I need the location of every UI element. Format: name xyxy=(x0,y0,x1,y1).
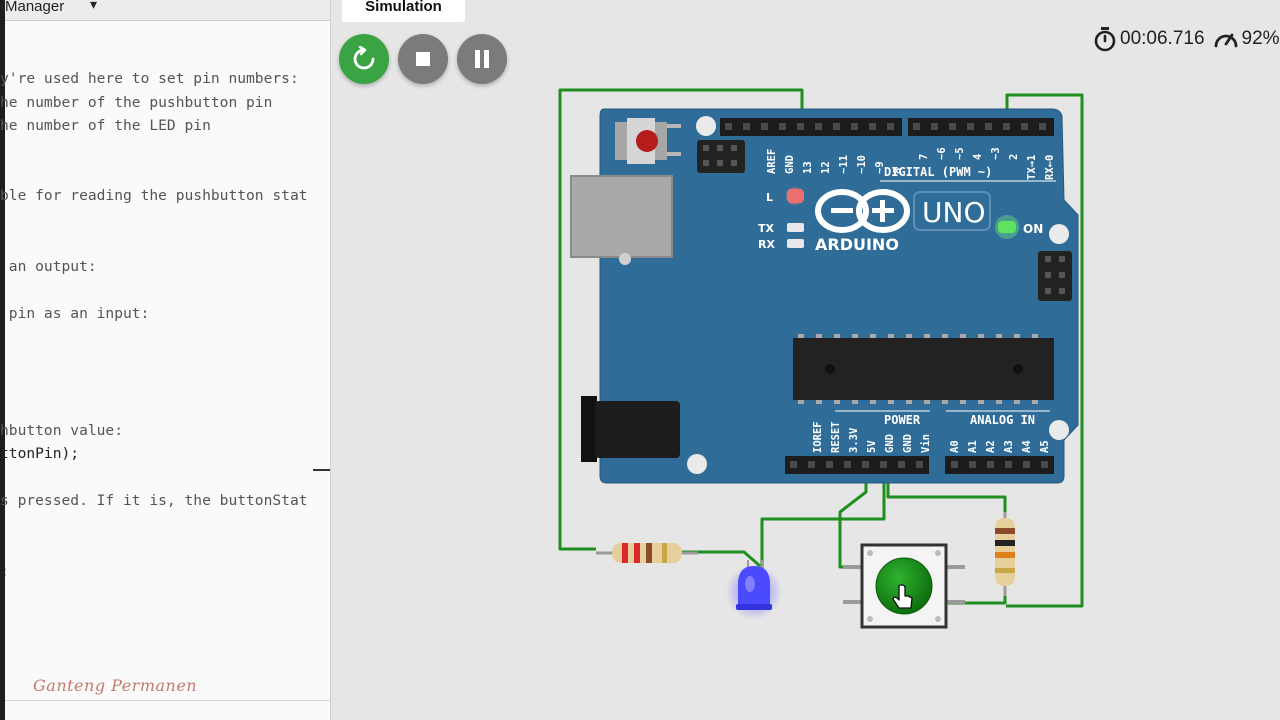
pin-label: ~6 xyxy=(936,147,948,160)
pin-label: A1 xyxy=(967,440,979,453)
code-editor-panel[interactable]: Manager ▾ y're used here to set pin numb… xyxy=(0,0,331,720)
code-line[interactable]: he number of the pushbutton pin xyxy=(0,94,273,111)
editor-tab-bar: Manager ▾ xyxy=(5,0,330,21)
wire-gnd-to-resistor xyxy=(558,88,804,551)
restart-button[interactable] xyxy=(339,34,389,84)
wire-resistor-to-led xyxy=(682,550,761,568)
pin-label: Vin xyxy=(920,434,932,453)
analog-header xyxy=(945,456,1054,474)
pin-label: 2 xyxy=(1008,154,1020,160)
pin-label: ~3 xyxy=(990,147,1002,160)
usb-port xyxy=(570,175,673,258)
splitter-handle[interactable] xyxy=(313,469,330,471)
power-jack xyxy=(581,396,680,462)
pin-label: 4 xyxy=(972,154,984,160)
code-line[interactable]: hbutton value: xyxy=(0,422,124,439)
digital-header-right xyxy=(908,118,1054,136)
wire-pin2-to-button xyxy=(1005,93,1084,608)
pin-label: 3.3V xyxy=(848,427,860,453)
pin-label: GND xyxy=(784,155,796,174)
pin-label: 5V xyxy=(866,440,878,453)
pin-label: 13 xyxy=(802,161,814,174)
wire-led-to-gnd xyxy=(760,462,886,570)
tx-led xyxy=(787,223,804,232)
speedometer-icon xyxy=(1214,33,1237,48)
code-line[interactable]: pin as an input: xyxy=(0,305,150,322)
model-label: UNO xyxy=(922,196,985,229)
code-line[interactable]: an output: xyxy=(0,258,97,275)
pin-label: ~9 xyxy=(874,161,886,174)
pin-label: ~10 xyxy=(856,155,868,174)
code-line[interactable]: s pressed. If it is, the buttonStat xyxy=(0,492,308,509)
pin-label: GND xyxy=(902,434,914,453)
timer-value: 00:06.716 xyxy=(1120,28,1205,49)
code-line[interactable]: ttonPin); xyxy=(0,445,80,462)
reset-button[interactable] xyxy=(615,118,681,164)
pin-label: IOREF xyxy=(812,421,824,453)
hand-pointer-icon xyxy=(892,584,913,609)
code-line[interactable]: ; xyxy=(0,563,9,580)
arduino-uno-board[interactable]: AREF GND 13 12 ~11 ~10 ~9 8 7 ~6 ~5 4 ~3… xyxy=(570,108,1079,484)
microcontroller-chip xyxy=(793,334,1054,404)
pin-label: 7 xyxy=(918,154,930,160)
pin-label: RX←0 xyxy=(1044,155,1056,180)
l-led-label: L xyxy=(766,191,773,204)
pin-label: 12 xyxy=(820,161,832,174)
pin-label: A2 xyxy=(985,440,997,453)
pin-label: GND xyxy=(884,434,896,453)
wires[interactable] xyxy=(558,88,1084,608)
pin-label: RESET xyxy=(830,421,842,453)
library-manager-tab[interactable]: Manager xyxy=(5,0,65,15)
arduino-logo xyxy=(815,189,910,233)
stop-icon xyxy=(416,52,430,66)
pushbutton[interactable] xyxy=(843,543,965,629)
pin-label: 8 xyxy=(892,168,904,174)
analog-label: ANALOG IN xyxy=(970,413,1035,427)
code-line[interactable]: ble for reading the pushbutton stat xyxy=(0,187,308,204)
restart-icon xyxy=(353,46,375,70)
editor-left-edge xyxy=(0,0,5,720)
pin-label: ~5 xyxy=(954,147,966,160)
rx-led-label: RX xyxy=(758,238,775,251)
pin-label: ~11 xyxy=(838,155,850,174)
resistor-led[interactable] xyxy=(596,543,698,563)
chevron-down-icon[interactable]: ▾ xyxy=(90,0,98,12)
blue-led[interactable] xyxy=(726,560,782,620)
watermark-signature: Ganteng Permanen xyxy=(33,676,198,695)
l-led xyxy=(787,189,804,203)
code-line[interactable]: he number of the LED pin xyxy=(0,117,211,134)
pause-button[interactable] xyxy=(457,34,507,84)
pin-label: A3 xyxy=(1003,440,1015,453)
power-header xyxy=(785,456,929,474)
pin-label: TX→1 xyxy=(1026,155,1038,180)
stopwatch-icon xyxy=(1094,27,1116,52)
speed-value: 92% xyxy=(1241,28,1280,49)
tab-simulation[interactable]: Simulation xyxy=(342,0,465,22)
tx-led-label: TX xyxy=(758,222,775,235)
on-led xyxy=(998,221,1016,233)
digital-label: DIGITAL (PWM ~) xyxy=(884,165,992,179)
resistor-pulldown[interactable] xyxy=(995,512,1015,596)
brand-label: ARDUINO xyxy=(815,235,899,254)
digital-header-left xyxy=(720,118,902,136)
simulation-status: 00:06.716 92% xyxy=(1093,26,1280,52)
on-label: ON xyxy=(1023,222,1043,236)
pin-label: A0 xyxy=(949,440,961,453)
editor-divider xyxy=(5,700,330,701)
code-line[interactable]: y're used here to set pin numbers: xyxy=(0,70,299,87)
pin-label: A4 xyxy=(1021,440,1033,453)
pause-icon xyxy=(475,50,489,68)
pin-label: AREF xyxy=(766,149,778,174)
stop-button[interactable] xyxy=(398,34,448,84)
power-label: POWER xyxy=(884,413,921,427)
pin-label: A5 xyxy=(1039,440,1051,453)
rx-led xyxy=(787,239,804,248)
